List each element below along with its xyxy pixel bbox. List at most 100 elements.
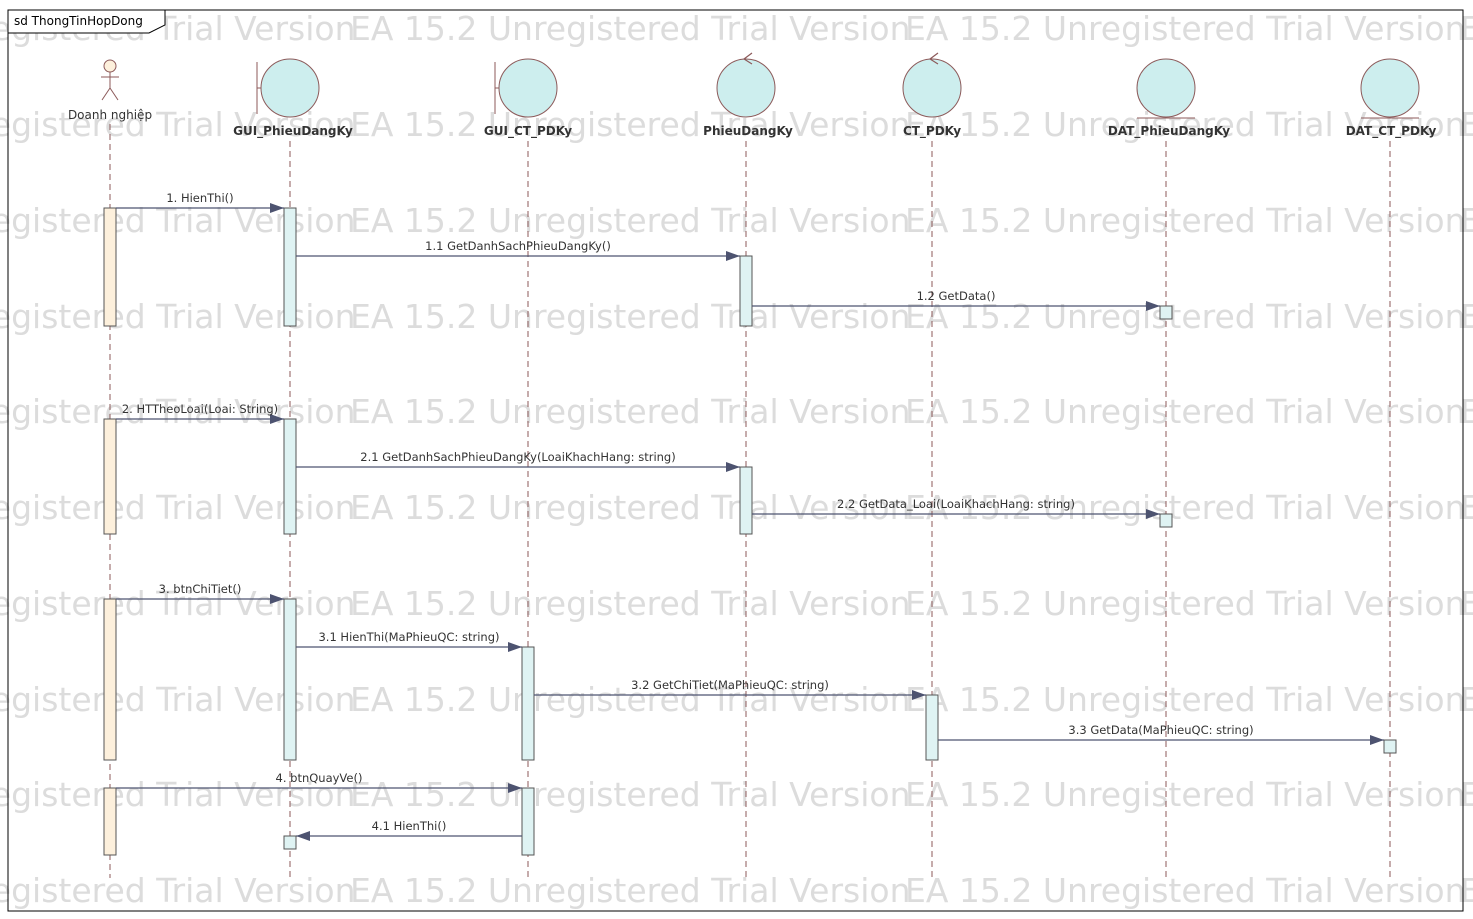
lifeline-heads: Doanh nghiệp GUI_PhieuDangKy GUI_CT_PDKy…: [68, 52, 1437, 139]
message-arrowhead: [1370, 735, 1384, 745]
lifeline-name-ct-pdky: CT_PDKy: [903, 124, 961, 139]
message-label: 4. btnQuayVe(): [276, 771, 363, 785]
activation-bar: [521, 787, 535, 856]
boundary-gui-phieudangky[interactable]: GUI_PhieuDangKy: [233, 58, 353, 139]
watermark-text: EA 15.2 Unregistered Trial Version: [905, 392, 1466, 431]
watermark-text: EA 15.2 Unregistered Trial Version: [905, 9, 1466, 48]
message-8[interactable]: 3.1 HienThi(MaPhieuQC: string): [296, 630, 522, 652]
activation-bar: [1159, 513, 1173, 528]
watermark-text: EA 15.2 Unregistered Trial Version: [905, 297, 1466, 336]
watermark-text: EA 15.2 Unregistered Trial Version: [350, 488, 911, 527]
control-phieudangky[interactable]: PhieuDangKy: [703, 52, 793, 138]
watermark-text: EA 15.2 Unregistered Trial Version: [0, 871, 356, 910]
message-10[interactable]: 3.3 GetData(MaPhieuQC: string): [938, 723, 1384, 745]
activation-bar: [739, 466, 753, 535]
watermark-text: EA 15.2 Unregistered Trial Version: [0, 680, 356, 719]
entity-icon-circle: [1360, 58, 1420, 118]
diagram-frame: [7, 9, 1464, 912]
message-arrowhead: [270, 594, 284, 604]
message-11[interactable]: 4. btnQuayVe(): [116, 771, 522, 793]
activation-bar: [739, 255, 753, 327]
control-icon-circle: [902, 58, 962, 118]
message-arrowhead: [296, 831, 310, 841]
message-label: 4.1 HienThi(): [372, 819, 447, 833]
entity-dat-phieudangky[interactable]: DAT_PhieuDangKy: [1108, 58, 1230, 139]
entity-icon-circle: [1136, 58, 1196, 118]
message-arrowhead: [1146, 301, 1160, 311]
message-7[interactable]: 3. btnChiTiet(): [116, 582, 284, 604]
activation-bar: [103, 787, 117, 856]
lifeline-name-actor: Doanh nghiệp: [68, 108, 152, 122]
watermark-text: EA 15.2 Unregistered Trial Version: [1460, 775, 1473, 814]
message-label: 3.2 GetChiTiet(MaPhieuQC: string): [631, 678, 829, 692]
watermark-text: EA 15.2 Unregistered Trial Version: [1460, 201, 1473, 240]
activation-bar: [103, 598, 117, 761]
watermark-text: EA 15.2 Unregistered Trial Version: [1460, 680, 1473, 719]
watermark-text: EA 15.2 Unregistered Trial Version: [350, 9, 911, 48]
message-label: 2.2 GetData_Loai(LoaiKhachHang: string): [837, 497, 1075, 511]
watermark-text: EA 15.2 Unregistered Trial Version: [350, 775, 911, 814]
watermark-text: EA 15.2 Unregistered Trial Version: [0, 297, 356, 336]
message-arrowhead: [508, 642, 522, 652]
watermark-text: EA 15.2 Unregistered Trial Version: [0, 201, 356, 240]
activation-bar: [103, 418, 117, 535]
control-icon-circle: [716, 58, 776, 118]
message-6[interactable]: 2.2 GetData_Loai(LoaiKhachHang: string): [752, 497, 1160, 519]
message-5[interactable]: 2.1 GetDanhSachPhieuDangKy(LoaiKhachHang…: [296, 450, 740, 472]
activation-bar: [283, 598, 297, 761]
boundary-icon-circle: [260, 58, 320, 118]
lifeline-name-dat-ct-pdky: DAT_CT_PDKy: [1346, 124, 1437, 139]
actor-icon-leg-left: [101, 87, 111, 101]
watermark-text: EA 15.2 Unregistered Trial Version: [1460, 488, 1473, 527]
lifeline-name-gui-ct-pdky: GUI_CT_PDKy: [484, 124, 572, 139]
message-4[interactable]: 2. HTTheoLoai(Loai: String): [116, 402, 284, 424]
watermark-text: EA 15.2 Unregistered Trial Version: [905, 105, 1466, 144]
message-label: 1. HienThi(): [166, 191, 233, 205]
watermark-text: EA 15.2 Unregistered Trial Version: [350, 105, 911, 144]
control-icon-arrowhead: [928, 52, 939, 65]
activation-bar: [283, 418, 297, 535]
watermark-text: EA 15.2 Unregistered Trial Version: [905, 488, 1466, 527]
watermark-text: EA 15.2 Unregistered Trial Version: [350, 680, 911, 719]
watermark-text: EA 15.2 Unregistered Trial Version: [350, 392, 911, 431]
watermark-text: EA 15.2 Unregistered Trial Version: [905, 871, 1466, 910]
watermark-text: EA 15.2 Unregistered Trial Version: [350, 871, 911, 910]
message-12[interactable]: 4.1 HienThi(): [296, 819, 522, 841]
message-arrowhead: [726, 251, 740, 261]
watermark-text: EA 15.2 Unregistered Trial Version: [1460, 392, 1473, 431]
message-label: 1.2 GetData(): [917, 289, 996, 303]
watermark-text: EA 15.2 Unregistered Trial Version: [0, 775, 356, 814]
message-1[interactable]: 1. HienThi(): [116, 191, 284, 213]
actor-doanh-nghiep[interactable]: Doanh nghiệp: [68, 59, 152, 122]
boundary-gui-ct-pdky[interactable]: GUI_CT_PDKy: [484, 58, 572, 139]
frame-title: sd ThongTinHopDong: [14, 14, 143, 28]
message-arrowhead: [270, 414, 284, 424]
control-ct-pdky[interactable]: CT_PDKy: [902, 52, 962, 139]
message-3[interactable]: 1.2 GetData(): [752, 289, 1160, 311]
watermark-text: EA 15.2 Unregistered Trial Version: [350, 297, 911, 336]
watermark-text: EA 15.2 Unregistered Trial Version: [905, 680, 1466, 719]
message-arrowhead: [270, 203, 284, 213]
message-label: 1.1 GetDanhSachPhieuDangKy(): [425, 239, 611, 253]
entity-dat-ct-pdky[interactable]: DAT_CT_PDKy: [1346, 58, 1437, 139]
message-arrowhead: [726, 462, 740, 472]
watermark-text: EA 15.2 Unregistered Trial Version: [0, 488, 356, 527]
activation-bar: [103, 207, 117, 327]
boundary-icon-circle: [498, 58, 558, 118]
message-label: 3.3 GetData(MaPhieuQC: string): [1068, 723, 1253, 737]
messages: 1. HienThi() 1.1 GetDanhSachPhieuDangKy()…: [116, 191, 1384, 841]
message-2[interactable]: 1.1 GetDanhSachPhieuDangKy(): [296, 239, 740, 261]
watermark-text: EA 15.2 Unregistered Trial Version: [1460, 105, 1473, 144]
message-label: 3. btnChiTiet(): [159, 582, 242, 596]
watermark-text: EA 15.2 Unregistered Trial Version: [1460, 297, 1473, 336]
message-arrowhead: [912, 690, 926, 700]
activation-bar: [521, 646, 535, 761]
control-icon-arrowhead: [742, 52, 753, 65]
message-arrowhead: [508, 783, 522, 793]
message-label: 2. HTTheoLoai(Loai: String): [122, 402, 278, 416]
activation-bar: [283, 835, 297, 850]
activation-bar: [925, 694, 939, 761]
message-9[interactable]: 3.2 GetChiTiet(MaPhieuQC: string): [534, 678, 926, 700]
